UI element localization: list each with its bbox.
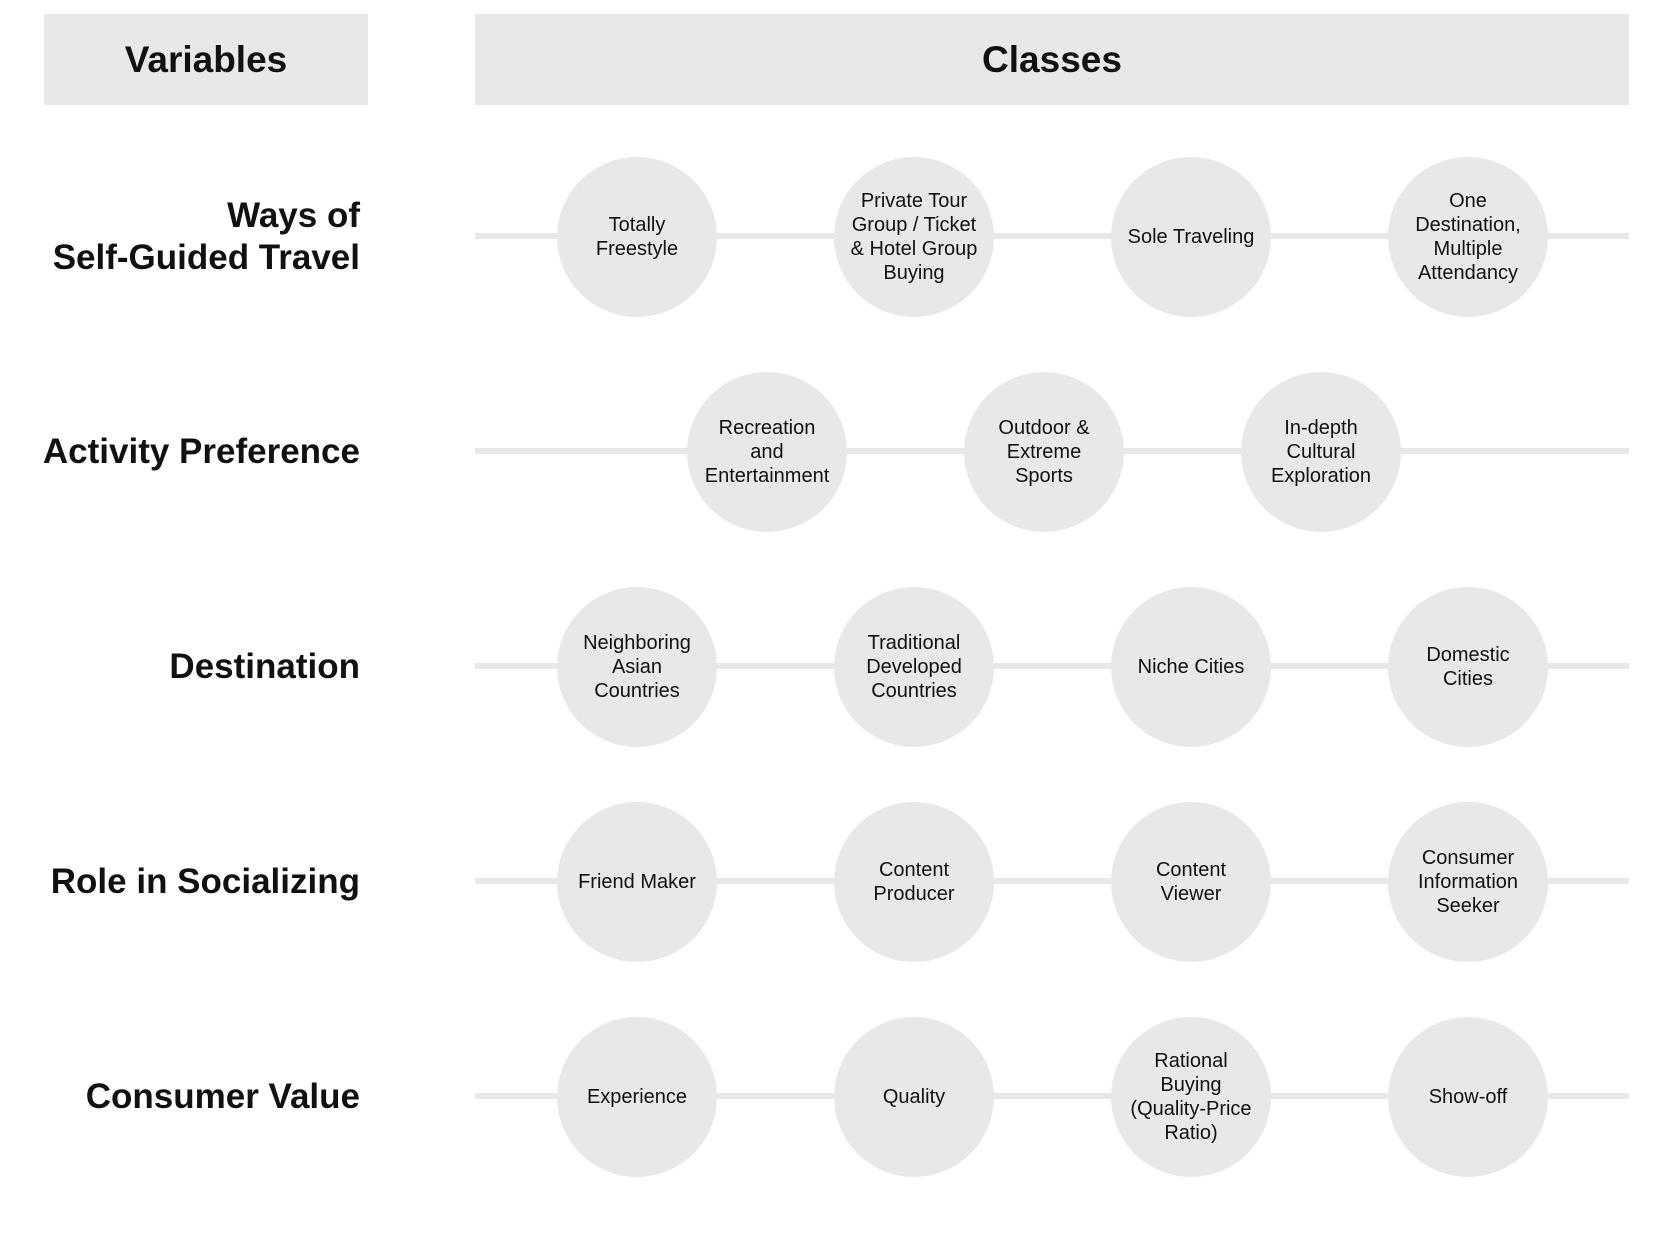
class-node: Neighboring Asian Countries [557, 587, 717, 747]
class-node: In-depth Cultural Exploration [1241, 372, 1401, 532]
variable-row: Destination Neighboring Asian Countries Tr… [0, 587, 1672, 747]
variable-label: Destination [169, 647, 360, 686]
class-node: Sole Traveling [1111, 157, 1271, 317]
variable-label: Ways of Self-Guided Travel [52, 196, 360, 277]
variable-row: Ways of Self-Guided Travel Totally Freest… [0, 157, 1672, 317]
class-node: Rational Buying (Quality-Price Ratio) [1111, 1017, 1271, 1177]
variable-row: Consumer Value Experience Quality Rational … [0, 1017, 1672, 1177]
class-node: Quality [834, 1017, 994, 1177]
variable-label: Activity Preference [42, 432, 360, 471]
class-node: Domestic Cities [1388, 587, 1548, 747]
class-node: Content Viewer [1111, 802, 1271, 962]
row-connector-line [475, 1093, 1629, 1099]
classes-header: Classes [475, 14, 1629, 105]
class-node: Outdoor & Extreme Sports [964, 372, 1124, 532]
class-node: Consumer Information Seeker [1388, 802, 1548, 962]
variable-label: Role in Socializing [50, 862, 360, 901]
class-node: Content Producer [834, 802, 994, 962]
variable-label: Consumer Value [85, 1077, 360, 1116]
row-connector-line [475, 233, 1629, 239]
class-node: One Destination, Multiple Attendancy [1388, 157, 1548, 317]
variable-row: Activity Preference Recreation and Entert… [0, 372, 1672, 532]
class-node: Recreation and Entertainment [687, 372, 847, 532]
class-node: Traditional Developed Countries [834, 587, 994, 747]
variable-row: Role in Socializing Friend Maker Content P… [0, 802, 1672, 962]
class-node: Niche Cities [1111, 587, 1271, 747]
class-node: Friend Maker [557, 802, 717, 962]
classes-header-label: Classes [982, 38, 1122, 80]
row-connector-line [475, 878, 1629, 884]
variables-header-label: Variables [124, 38, 288, 80]
class-node: Private Tour Group / Ticket & Hotel Grou… [834, 157, 994, 317]
class-node: Experience [557, 1017, 717, 1177]
row-connector-line [475, 663, 1629, 669]
class-node: Show-off [1388, 1017, 1548, 1177]
class-node: Totally Freestyle [557, 157, 717, 317]
variables-header: Variables [44, 14, 368, 105]
